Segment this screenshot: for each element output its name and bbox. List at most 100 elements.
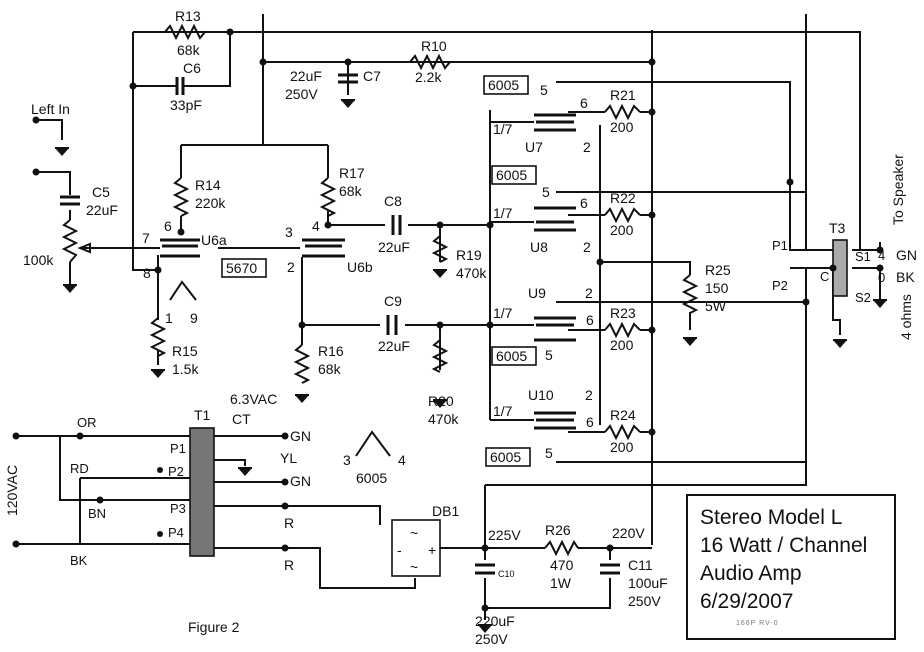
u9-pin-2: 2	[585, 285, 593, 301]
title-note: 166P RV-0	[736, 620, 779, 627]
t3-tap-0: 0	[878, 270, 885, 285]
t3-wire-bk: BK	[896, 269, 915, 285]
r23-ref: R23	[610, 305, 636, 321]
t3-s1: S1	[855, 249, 871, 264]
u8-pin-17: 1/7	[493, 205, 513, 221]
sec-gn-1: GN	[290, 428, 311, 444]
t3-ref: T3	[829, 220, 846, 236]
c8-value: 22uF	[378, 239, 410, 255]
sec-r-2: R	[284, 557, 294, 573]
t3-c: C	[820, 269, 829, 284]
r15-value: 1.5k	[172, 361, 199, 377]
c7-rating: 250V	[285, 86, 318, 102]
u9-ref: U9	[528, 285, 546, 301]
r26-value: 470	[550, 557, 574, 573]
u8-ref: U8	[530, 239, 548, 255]
u10-type: 6005	[490, 449, 521, 465]
transformer-t1-core	[189, 427, 215, 557]
r20-value: 470k	[428, 411, 459, 427]
c9-value: 22uF	[378, 338, 410, 354]
u10-ref: U10	[528, 387, 554, 403]
c8-ref: C8	[384, 193, 402, 209]
t3-tap-4: 4	[878, 248, 885, 263]
r13-value: 68k	[177, 42, 201, 58]
capacitor-symbols	[60, 73, 620, 575]
to-speaker-label: To Speaker	[890, 154, 906, 225]
u9-type-box	[491, 346, 537, 366]
title-line-2: 16 Watt / Channel	[700, 534, 868, 557]
heater-type: 6005	[356, 470, 387, 486]
voltage-225: 225V	[488, 527, 521, 543]
r14-value: 220k	[195, 195, 226, 211]
t1-ref: T1	[194, 407, 211, 423]
db1-plus: +	[428, 542, 436, 558]
c5-ref: C5	[92, 184, 110, 200]
u6a-pin-8: 8	[143, 265, 151, 281]
r26-rating: 1W	[550, 575, 572, 591]
c10-ref: C10	[498, 569, 515, 579]
sec-gn-2: GN	[290, 473, 311, 489]
u7-type: 6005	[488, 77, 519, 93]
c11-rating: 250V	[628, 593, 661, 609]
t3-wire-gn: GN	[896, 247, 917, 263]
r25-ref: R25	[705, 262, 731, 278]
resistor-symbols	[61, 23, 699, 557]
title-line-4: 6/29/2007	[700, 590, 794, 613]
r10-value: 2.2k	[415, 69, 442, 85]
c5-value: 22uF	[86, 202, 118, 218]
u10-type-box	[485, 447, 531, 467]
mains-voltage: 120VAC	[4, 465, 20, 516]
r17-ref: R17	[339, 165, 365, 181]
u9-pin-5: 5	[545, 347, 553, 363]
r22-ref: R22	[610, 190, 636, 206]
u9-type: 6005	[496, 348, 527, 364]
wire-bn: BN	[88, 506, 106, 521]
center-tap-label: CT	[232, 411, 251, 427]
u6-type: 5670	[226, 260, 257, 276]
wires	[16, 14, 881, 620]
c11-value: 100uF	[628, 575, 668, 591]
heater-pin-1: 1	[165, 310, 173, 326]
junction-dots	[12, 28, 884, 612]
u6-type-box	[221, 258, 267, 278]
wire-or: OR	[77, 415, 97, 430]
u7-pin-2: 2	[583, 139, 591, 155]
r16-ref: R16	[318, 343, 344, 359]
c6-ref: C6	[183, 60, 201, 76]
heater-pin-3: 3	[343, 452, 351, 468]
wire-rd: RD	[70, 461, 89, 476]
db1-ref: DB1	[432, 503, 459, 519]
r25-value: 150	[705, 280, 729, 296]
heater-voltage: 6.3VAC	[230, 391, 277, 407]
u7-pin-6: 6	[580, 95, 588, 111]
r22-value: 200	[610, 222, 634, 238]
r24-ref: R24	[610, 407, 636, 423]
u8-type: 6005	[496, 167, 527, 183]
sec-yl: YL	[280, 450, 297, 466]
pot-value: 100k	[23, 252, 54, 268]
c7-value: 22uF	[290, 68, 322, 84]
u6a-pin-6: 6	[164, 218, 172, 234]
r15-ref: R15	[172, 343, 198, 359]
u7-pin-17: 1/7	[493, 121, 513, 137]
title-block: Stereo Model L 16 Watt / Channel Audio A…	[686, 494, 896, 640]
heater-pin-9: 9	[190, 310, 198, 326]
r24-value: 200	[610, 439, 634, 455]
r19-ref: R19	[456, 247, 482, 263]
u6b-pin-2: 2	[287, 259, 295, 275]
c6-value: 33pF	[170, 97, 202, 113]
u6a-pin-7: 7	[142, 230, 150, 246]
r26-ref: R26	[545, 522, 571, 538]
u7-pin-5: 5	[540, 82, 548, 98]
u10-pin-5: 5	[545, 445, 553, 461]
r14-ref: R14	[195, 177, 221, 193]
c7-ref: C7	[363, 68, 381, 84]
t1-p3: P3	[170, 501, 186, 516]
r23-value: 200	[610, 337, 634, 353]
figure-label: Figure 2	[188, 619, 240, 635]
t3-s2: S2	[855, 290, 871, 305]
title-line-1: Stereo Model L	[700, 506, 843, 529]
c10-value: 220uF	[475, 613, 515, 629]
u10-pin-6: 6	[586, 414, 594, 430]
